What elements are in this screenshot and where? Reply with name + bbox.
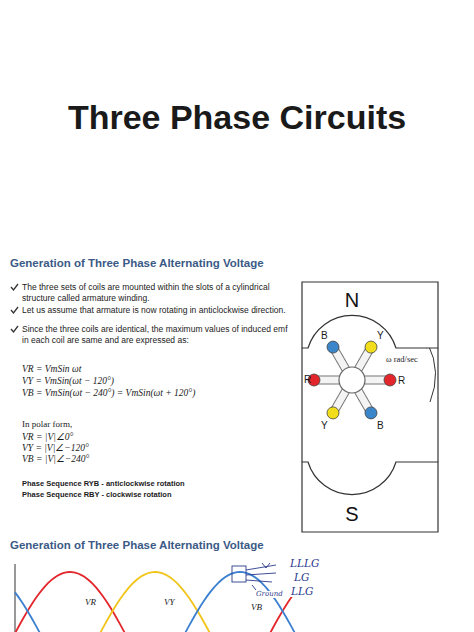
- handwritten-note: LLLG: [289, 558, 320, 569]
- coil-end: [365, 341, 377, 353]
- bullet-text: Since the three coils are identical, the…: [22, 324, 294, 345]
- sine-wave: [15, 572, 300, 632]
- equation: VR = VmSin ωt: [22, 364, 81, 374]
- coil-label: R: [304, 375, 311, 385]
- wave-label: VY: [163, 598, 176, 607]
- coil-label: B: [377, 421, 384, 431]
- coil-end: [365, 407, 377, 419]
- wave-label: VR: [84, 598, 97, 607]
- rotor-shaft: [339, 367, 365, 393]
- equation: VY = |V|∠−120°: [22, 442, 89, 453]
- coil-label: Y: [321, 421, 328, 431]
- sine-wave: [15, 572, 300, 632]
- armature-coils: [308, 341, 396, 419]
- slide-title: Three Phase Circuits: [0, 98, 474, 137]
- handwritten-sketch: [232, 563, 276, 590]
- pole-outline: [302, 462, 438, 532]
- coil-end: [327, 341, 339, 353]
- handwritten-note: LLG: [290, 586, 314, 597]
- phase-sequence: Phase Sequence RYB - anticlockwise rotat…: [22, 479, 185, 488]
- handwritten-note: Ground: [256, 591, 283, 598]
- magnet-frame: [302, 348, 438, 462]
- coil-label: Y: [377, 331, 384, 341]
- handwritten-note: LG: [293, 572, 310, 583]
- coil-end: [384, 374, 396, 386]
- equation: VY = VmSin(ωt − 120°): [22, 376, 114, 386]
- coil-label: R: [398, 376, 405, 386]
- section-heading: Generation of Three Phase Alternating Vo…: [10, 257, 264, 269]
- phase-sequence: Phase Sequence RBY - clockwise rotation: [22, 490, 172, 499]
- pole-label: N: [332, 290, 372, 310]
- bullet-text: Let us assume that armature is now rotat…: [22, 305, 294, 316]
- check-marks: [11, 284, 18, 332]
- bullet-text: The three sets of coils are mounted with…: [22, 282, 294, 303]
- equation: VB = VmSin(ωt − 240°) = VmSin(ωt + 120°): [22, 388, 195, 398]
- coil-end: [327, 407, 339, 419]
- section-heading: Generation of Three Phase Alternating Vo…: [10, 539, 264, 551]
- rotation-arrow: [428, 344, 436, 402]
- coil-label: B: [321, 331, 328, 341]
- pole-label: S: [332, 504, 372, 524]
- check-mark: [11, 326, 18, 332]
- check-mark: [11, 284, 18, 290]
- note-text: In polar form,: [22, 419, 72, 429]
- magnet-pole: S: [302, 462, 438, 532]
- sine-wave: [15, 572, 300, 632]
- axis-line: [15, 564, 16, 632]
- waveforms: [15, 564, 300, 632]
- check-mark: [11, 307, 18, 313]
- speed-label: ω rad/sec: [386, 355, 418, 364]
- equation: VR = |V|∠0°: [22, 431, 73, 442]
- equation: VB = |V|∠−240°: [22, 453, 89, 464]
- wave-label: VB: [250, 603, 263, 612]
